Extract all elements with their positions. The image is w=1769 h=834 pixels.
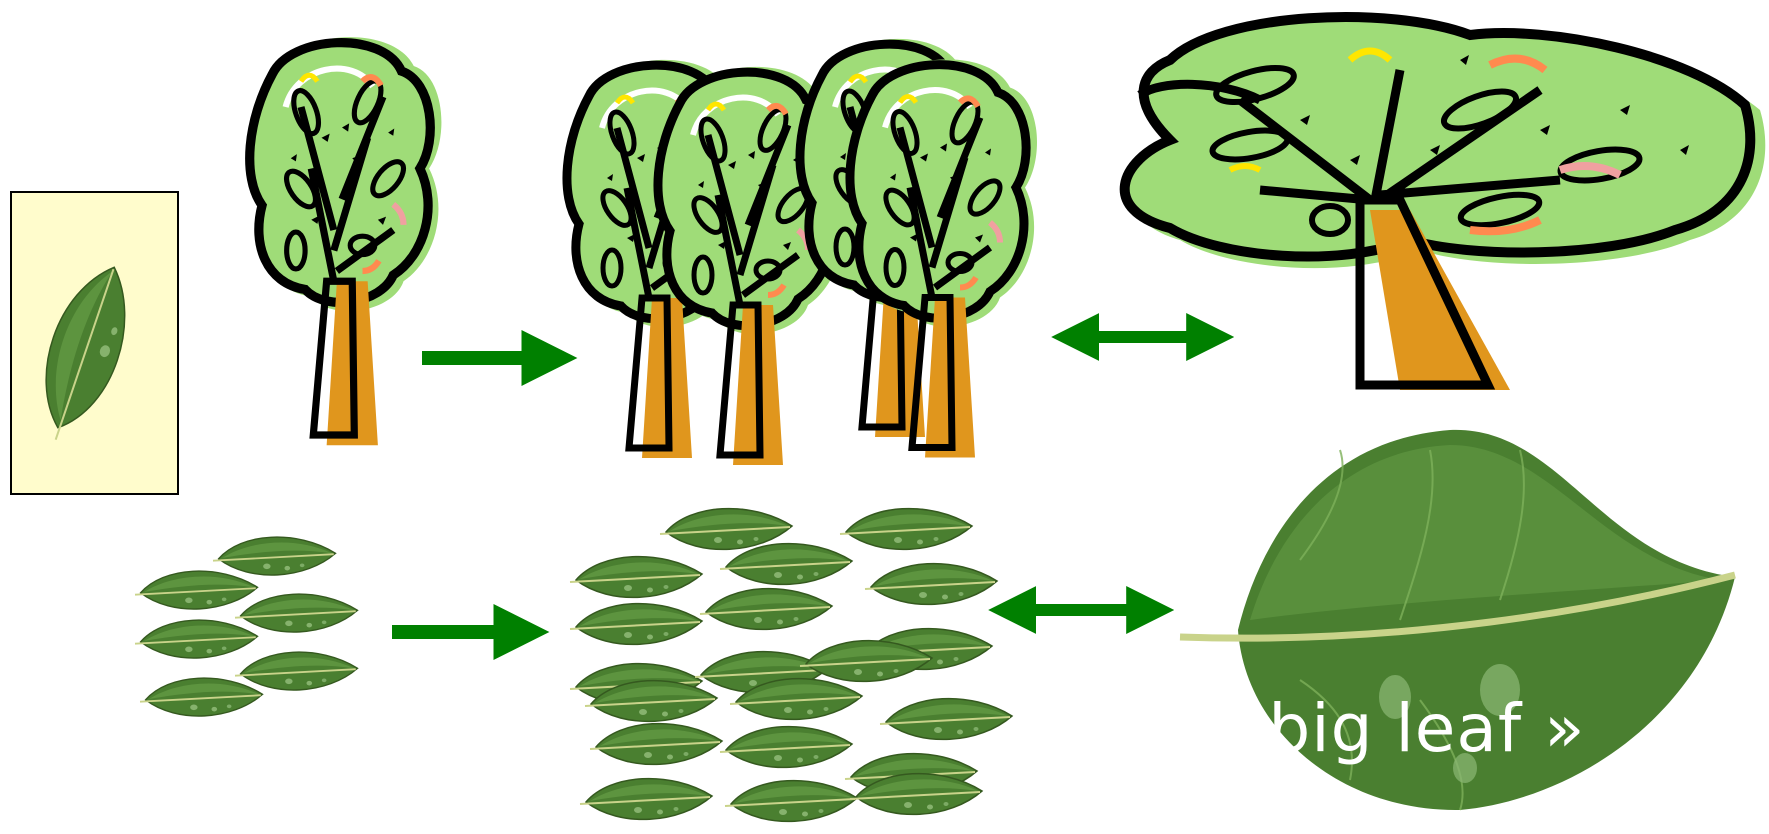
leaf-icon	[235, 652, 358, 690]
leaf-icon	[140, 678, 263, 716]
leaf-icon	[725, 781, 857, 822]
leaf-icon	[660, 509, 792, 550]
single-leaf-card	[11, 192, 178, 494]
leaf-icon	[590, 724, 722, 765]
leaf-icon	[570, 604, 702, 645]
leaf-icon	[235, 594, 358, 632]
leaf-icon	[213, 537, 336, 575]
leaf-icon	[700, 589, 832, 630]
leaf-icon	[865, 564, 997, 605]
tree-group	[567, 39, 1037, 465]
leaf-icon	[570, 557, 702, 598]
leaf-icon	[580, 779, 712, 820]
big-leaf-label: « big leaf »	[1205, 690, 1685, 767]
leaf-icon	[840, 509, 972, 550]
tree-icon	[250, 37, 442, 445]
big-tree-icon	[1125, 16, 1766, 390]
leaf-cluster-large	[570, 509, 1012, 822]
leaf-icon	[720, 727, 852, 768]
leaf-icon	[135, 620, 258, 658]
leaf-icon	[135, 571, 258, 609]
leaf-icon	[880, 699, 1012, 740]
leaf-icon	[720, 544, 852, 585]
leaf-cluster-small	[135, 537, 358, 716]
